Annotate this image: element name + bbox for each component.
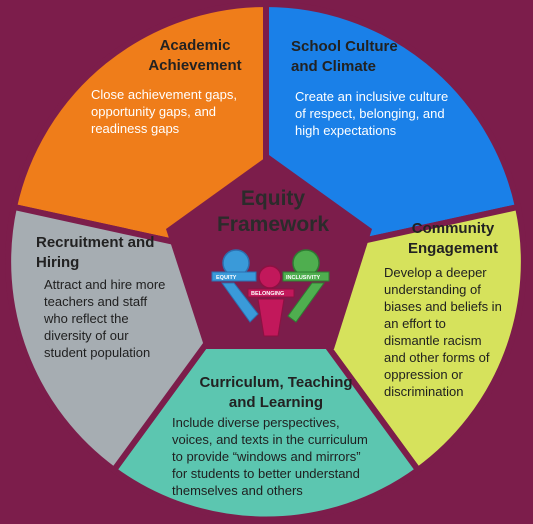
academic-title: Academic Achievement: [148, 37, 242, 74]
culture-title: School Culture and Climate: [291, 38, 398, 75]
recruitment-description: Attract and hire more teachers and staff…: [44, 277, 166, 360]
logo-green-body-icon: [287, 282, 325, 323]
center-title: Equity Framework: [216, 187, 330, 236]
community-title: Community Engagement: [407, 220, 498, 257]
culture-description: Create an inclusive culture of respect, …: [295, 89, 449, 138]
logo-blue-body-icon: [221, 282, 259, 323]
logo-label-inclusivity: INCLUSIVITY: [286, 275, 321, 281]
center-pentagon: [166, 155, 372, 349]
logo-magenta-head-icon: [258, 265, 282, 289]
community-description: Develop a deeper understanding of biases…: [384, 265, 502, 399]
logo-label-equity: EQUITY: [216, 275, 237, 281]
logo-label-belonging: BELONGING: [251, 291, 284, 297]
recruitment-title: Recruitment and Hiring: [36, 234, 155, 271]
segment-academic: [10, 0, 269, 266]
curriculum-description: Include diverse perspectives, voices, an…: [172, 415, 368, 498]
logo-green-arms-icon: [282, 271, 330, 282]
logo-magenta-arms-icon: [247, 288, 295, 298]
logo-magenta-body-icon: [257, 298, 285, 337]
segment-culture: [263, 0, 522, 266]
academic-description: Close achievement gaps, opportunity gaps…: [91, 87, 237, 136]
logo-blue-arms-icon: [211, 271, 257, 282]
equity-logo: EQUITY INCLUSIVITY BELONGING: [211, 249, 330, 337]
curriculum-title: Curriculum, Teaching and Learning: [199, 374, 353, 411]
